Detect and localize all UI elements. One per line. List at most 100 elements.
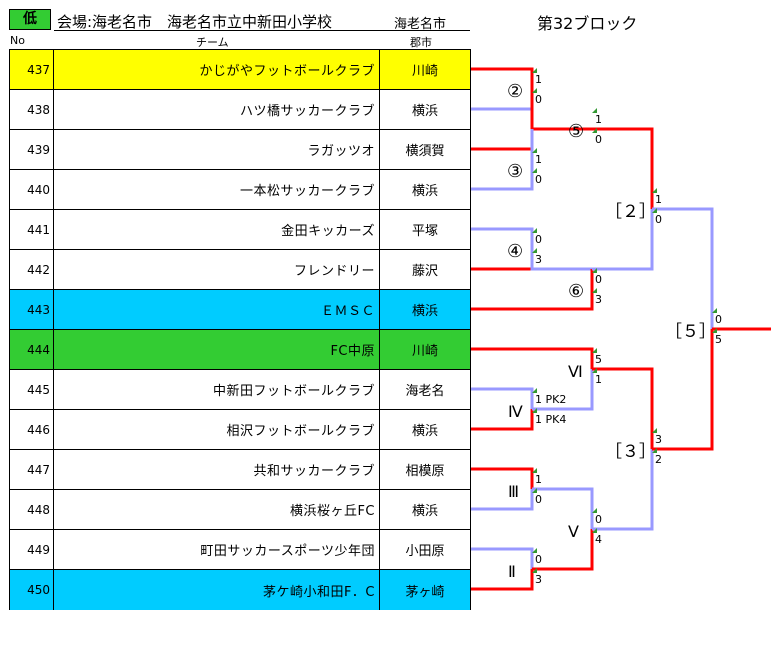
team-number: 444 xyxy=(10,330,54,369)
team-name: 金田キッカーズ xyxy=(54,210,380,249)
score: 3 xyxy=(535,253,542,266)
match-label: ⑥ xyxy=(568,281,584,302)
bracket-line xyxy=(471,489,534,511)
score-marker xyxy=(592,508,597,513)
team-number: 448 xyxy=(10,490,54,529)
match-label: Ⅳ xyxy=(508,402,523,421)
team-name: 町田サッカースポーツ少年団 xyxy=(54,530,380,569)
bracket-line xyxy=(592,449,654,531)
team-number: 438 xyxy=(10,90,54,129)
team-city: 横浜 xyxy=(411,424,438,439)
score: 0 xyxy=(715,313,722,326)
score-marker xyxy=(532,88,537,93)
score-marker xyxy=(532,68,537,73)
match-label: ［３］ xyxy=(605,442,656,462)
team-city: 小田原 xyxy=(405,544,445,559)
team-number: 437 xyxy=(10,50,54,89)
bracket-line xyxy=(652,329,714,451)
team-name: フレンドリー xyxy=(54,250,380,289)
column-header-no: No xyxy=(10,34,25,47)
score: 0 xyxy=(595,133,602,146)
team-name: ラガッツオ xyxy=(54,130,380,169)
score: 1 xyxy=(655,193,662,206)
score: 0 xyxy=(535,173,542,186)
header-underline xyxy=(54,30,470,31)
match-label: Ⅱ xyxy=(508,562,516,581)
team-name: 茅ケ崎小和田F．C xyxy=(54,570,380,610)
match-label: ［５］ xyxy=(665,322,716,342)
bracket-line xyxy=(471,227,534,249)
match-label: Ⅲ xyxy=(508,482,519,501)
team-number: 450 xyxy=(10,570,54,610)
team-city: 横浜 xyxy=(411,104,438,119)
bracket-line xyxy=(530,249,592,271)
block-title: 第32ブロック xyxy=(537,14,638,33)
team-city: 海老名 xyxy=(405,384,445,399)
score: 1 xyxy=(535,473,542,486)
score: 0 xyxy=(535,233,542,246)
team-city: 相模原 xyxy=(405,464,445,479)
score-marker xyxy=(592,348,597,353)
bracket-line xyxy=(471,67,534,89)
score-marker xyxy=(532,548,537,553)
match-label: ③ xyxy=(507,161,523,182)
score-marker xyxy=(592,128,597,133)
column-header-city: 郡市 xyxy=(410,36,432,49)
score: 1 xyxy=(595,373,602,386)
team-name: 相沢フットボールクラブ xyxy=(54,410,380,449)
score-marker xyxy=(532,148,537,153)
team-city: 横須賀 xyxy=(405,144,445,159)
team-city: 横浜 xyxy=(411,184,438,199)
score-marker xyxy=(532,248,537,253)
bracket-line xyxy=(471,387,534,409)
score: 3 xyxy=(595,293,602,306)
team-name: 横浜桜ヶ丘FC xyxy=(54,490,380,529)
match-label: Ⅵ xyxy=(568,362,583,381)
score: 1 xyxy=(535,73,542,86)
score-marker xyxy=(532,488,537,493)
score-marker xyxy=(532,228,537,233)
score: 0 xyxy=(655,213,662,226)
score: 5 xyxy=(715,333,722,346)
score-marker xyxy=(532,388,537,393)
team-number: 443 xyxy=(10,290,54,329)
score: 1 xyxy=(595,113,602,126)
score-marker xyxy=(592,108,597,113)
bracket-line xyxy=(471,347,594,369)
match-label: ［２］ xyxy=(605,202,656,222)
score: 3 xyxy=(535,573,542,586)
team-city: 平塚 xyxy=(411,224,438,239)
bracket-line xyxy=(532,529,594,571)
bracket-line xyxy=(592,127,654,209)
venue-title: 会場:海老名市 海老名市立中新田小学校 xyxy=(57,13,333,31)
score: 5 xyxy=(595,353,602,366)
score-marker xyxy=(712,308,717,313)
bracket-line xyxy=(592,367,654,449)
score-marker xyxy=(592,268,597,273)
score: 0 xyxy=(595,273,602,286)
match-label: ② xyxy=(507,81,523,102)
bracket-line xyxy=(471,467,534,489)
score-marker xyxy=(532,568,537,573)
bracket-line xyxy=(471,409,534,431)
score-marker xyxy=(592,368,597,373)
team-city: 横浜 xyxy=(411,504,438,519)
score-marker xyxy=(532,468,537,473)
team-name: FC中原 xyxy=(54,330,380,369)
team-number: 445 xyxy=(10,370,54,409)
team-name: ＥＭＳＣ xyxy=(54,290,380,329)
team-name: 中新田フットボールクラブ xyxy=(54,370,380,409)
team-number: 440 xyxy=(10,170,54,209)
